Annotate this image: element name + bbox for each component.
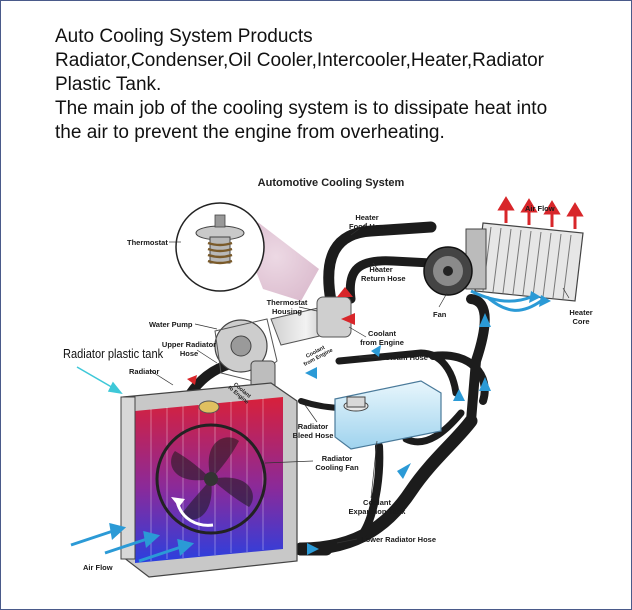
- flow-arrow: [479, 377, 491, 391]
- flow-arrow: [307, 543, 319, 555]
- intro-line-4: The main job of the cooling system is to…: [55, 98, 548, 119]
- thermostat-housing: [270, 296, 352, 346]
- heater-return-hose-label: Heater Return Hose: [361, 265, 406, 283]
- upper-radiator-hose-label: Upper Radiator Hose: [161, 340, 217, 358]
- intro-line-2: Radiator,Condenser,Oil Cooler,Intercoole…: [55, 50, 544, 71]
- flow-arrow: [453, 389, 465, 401]
- expansion-tank: [334, 380, 442, 450]
- coolant-flow-arrows: [305, 313, 491, 555]
- radiator-plastic-tank-label: Radiator plastic tank: [63, 346, 164, 361]
- thermostat-label: Thermostat: [127, 238, 168, 247]
- radiator-cooling-fan: [155, 423, 267, 535]
- intro-line-5: the air to prevent the engine from overh…: [55, 122, 445, 143]
- plastic-tank-pointer: [76, 366, 123, 395]
- coolant-expansion-tank-label: Coolant Expansion Tank: [348, 498, 406, 516]
- heater-air-flow-arrows: [470, 289, 542, 312]
- steam-hose: [335, 349, 460, 397]
- leader-lines: [150, 222, 570, 544]
- hot-air-arrows: [497, 196, 584, 229]
- radiator-label: Radiator: [129, 367, 160, 376]
- intro-text: Auto Cooling System Products Radiator,Co…: [55, 25, 615, 145]
- diagram-title: Automotive Cooling System: [257, 177, 405, 189]
- heater-food-hose-label: Heater Food Hose: [349, 213, 388, 231]
- tank-bottom-hose: [402, 409, 465, 446]
- fan-label: Fan: [433, 310, 447, 319]
- heater-hose-loop: [429, 351, 489, 405]
- flow-arrow: [479, 313, 491, 327]
- front-air-flow-arrows: [70, 522, 195, 563]
- steam-hose-label: Steam Hose: [385, 353, 428, 362]
- intro-line-3: Plastic Tank.: [55, 74, 162, 95]
- flow-arrow: [305, 367, 317, 379]
- thermostat-housing-label: Thermostat Housing: [266, 298, 308, 316]
- blower-fan: [423, 246, 473, 296]
- air-flow-top-label: Air Flow: [525, 204, 555, 213]
- heater-return-hose: [345, 256, 436, 304]
- intro-line-1: Auto Cooling System Products: [55, 26, 313, 47]
- heater-core-label: Heater Core: [569, 308, 593, 326]
- water-pump-label: Water Pump: [149, 320, 193, 329]
- expansion-to-lower: [357, 442, 384, 540]
- hot-coolant-arrows: [187, 287, 355, 385]
- flow-arrow: [371, 345, 381, 357]
- lower-radiator-hose-label: Lower Radiator Hose: [361, 535, 437, 544]
- heater-food-hose: [323, 221, 437, 307]
- coolant-from-engine-label: Coolant from Engine: [360, 329, 404, 347]
- thermostat-icon: [175, 202, 265, 292]
- radiator-bleed-hose-label: Radiator Bleed Hose: [292, 422, 334, 440]
- air-flow-bottom-label: Air Flow: [83, 563, 113, 572]
- lower-radiator-hose: [294, 414, 478, 556]
- radiator-cooling-fan-label: Radiator Cooling Fan: [315, 454, 359, 472]
- heater-core: [465, 222, 584, 302]
- flow-arrow: [397, 463, 411, 479]
